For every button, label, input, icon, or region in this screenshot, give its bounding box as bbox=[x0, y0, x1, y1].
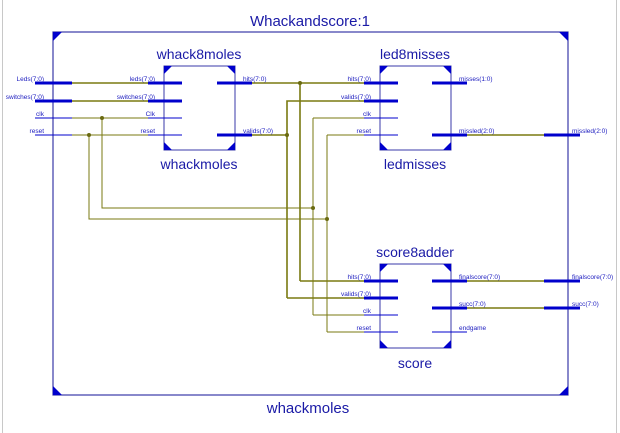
corner-marker bbox=[443, 264, 451, 272]
junction-dot bbox=[100, 116, 104, 120]
pin-label: reset bbox=[357, 325, 372, 332]
instance-label: score8adder bbox=[376, 244, 454, 260]
top-module-title: Whackandscore:1 bbox=[250, 13, 370, 30]
port-label: clk bbox=[36, 111, 45, 118]
wire-valids-led[interactable] bbox=[286, 100, 366, 298]
top-input-ports: Leds(7:0) switches(7:0) clk reset bbox=[6, 76, 72, 136]
wire-reset-branch[interactable] bbox=[88, 135, 327, 220]
pin-label: clk bbox=[363, 111, 372, 118]
module-label: score bbox=[398, 355, 432, 371]
junctions bbox=[87, 81, 329, 221]
corner-marker bbox=[559, 386, 568, 395]
top-module-border bbox=[52, 31, 569, 396]
pin-label: endgame bbox=[459, 325, 486, 332]
pin-label: hits(7:0) bbox=[243, 76, 266, 83]
pin-label: finalscore(7:0) bbox=[459, 274, 500, 281]
wires bbox=[70, 82, 546, 333]
module-label: whackmoles bbox=[159, 156, 237, 172]
instance-label: led8misses bbox=[380, 46, 450, 62]
junction-dot bbox=[285, 133, 289, 137]
pin-label: valids(7:0) bbox=[341, 291, 371, 298]
junction-dot bbox=[311, 206, 315, 210]
pin-label: valids(7:0) bbox=[341, 94, 371, 101]
pin-label: hits(7:0) bbox=[348, 76, 371, 83]
wire-clk-branch[interactable] bbox=[101, 118, 313, 209]
pin-label: reset bbox=[141, 128, 156, 135]
top-module-name: whackmoles bbox=[266, 400, 350, 417]
block-border bbox=[379, 263, 452, 349]
corner-marker bbox=[53, 32, 62, 41]
instance-label: whack8moles bbox=[156, 46, 242, 62]
port-label: succ(7:0) bbox=[572, 301, 599, 308]
window-left-edge bbox=[2, 0, 3, 433]
corner-marker bbox=[443, 340, 451, 348]
corner-marker bbox=[164, 66, 172, 74]
pin-label: hits(7:0) bbox=[348, 274, 371, 281]
corner-marker bbox=[443, 66, 451, 74]
pin-label: missled(2:0) bbox=[459, 128, 494, 135]
port-label: Leds(7:0) bbox=[17, 76, 44, 83]
block-whack8moles[interactable]: whack8moles whackmoles leds(7:0) switche… bbox=[117, 46, 273, 172]
pin-label: misses(1:0) bbox=[459, 76, 493, 83]
pin-label: valids(7:0) bbox=[243, 128, 273, 135]
module-label: ledmisses bbox=[384, 156, 446, 172]
pin-label: succ(7:0) bbox=[459, 301, 486, 308]
window-right-edge bbox=[616, 0, 617, 433]
pin-label: reset bbox=[357, 128, 372, 135]
port-label: missled(2:0) bbox=[572, 128, 607, 135]
corner-marker bbox=[227, 66, 235, 74]
corner-marker bbox=[227, 142, 235, 150]
top-module-frame[interactable] bbox=[52, 31, 569, 396]
port-label: switches(7:0) bbox=[6, 94, 44, 101]
pin-label: Clk bbox=[146, 111, 156, 118]
junction-dot bbox=[298, 81, 302, 85]
block-score8adder[interactable]: score8adder score hits(7:0) valids(7:0) … bbox=[341, 244, 500, 371]
junction-dot bbox=[87, 133, 91, 137]
corner-marker bbox=[443, 142, 451, 150]
pin-label: switches(7:0) bbox=[117, 94, 155, 101]
pin-label: clk bbox=[363, 308, 372, 315]
corner-marker bbox=[53, 386, 62, 395]
junction-dot bbox=[325, 217, 329, 221]
corner-marker bbox=[380, 142, 388, 150]
corner-marker bbox=[164, 142, 172, 150]
corner-marker bbox=[380, 66, 388, 74]
corner-marker bbox=[559, 32, 568, 41]
pin-label: leds(7:0) bbox=[130, 76, 155, 83]
block-border bbox=[163, 65, 236, 151]
port-label: finalscore(7:0) bbox=[572, 274, 613, 281]
block-border bbox=[379, 65, 452, 151]
top-output-ports: missled(2:0) finalscore(7:0) succ(7:0) bbox=[544, 128, 613, 310]
corner-marker bbox=[380, 264, 388, 272]
corner-marker bbox=[380, 340, 388, 348]
block-led8misses[interactable]: led8misses ledmisses hits(7:0) valids(7:… bbox=[341, 46, 494, 172]
port-label: reset bbox=[30, 128, 45, 135]
